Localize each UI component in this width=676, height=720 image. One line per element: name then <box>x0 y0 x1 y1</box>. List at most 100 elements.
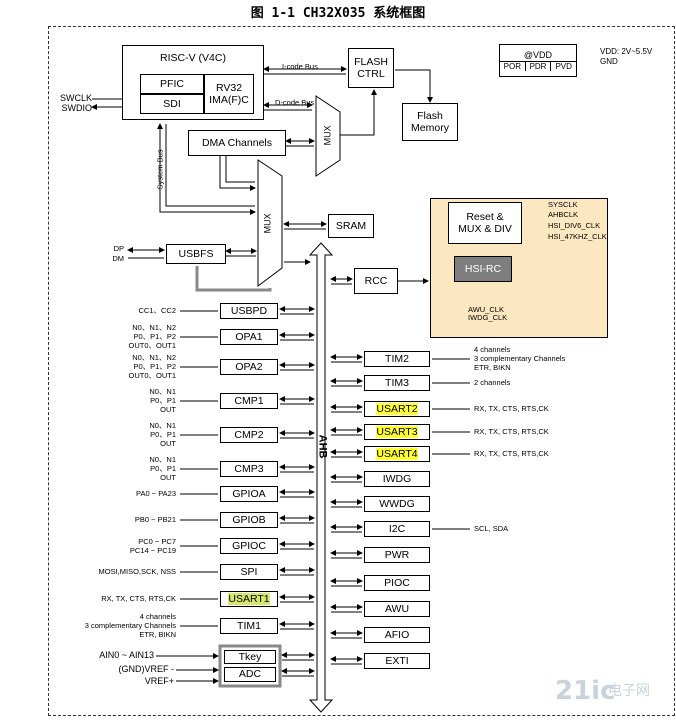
pvd-label: PVD <box>555 61 572 71</box>
tkey-block: Tkey <box>224 650 276 664</box>
right-peripheral-1: TIM3 <box>364 375 430 391</box>
dma-channels: DMA Channels <box>188 130 286 156</box>
usbfs-label: USBFS <box>178 247 214 260</box>
swclk-label: SWCLK <box>59 93 92 103</box>
hsi-label: HSI-RC <box>464 262 502 275</box>
left-peripheral-pins: N0、N1 P0、P1 OUT <box>149 387 176 415</box>
right-peripheral-label: USART3 <box>376 425 418 439</box>
sram-label: SRAM <box>335 219 367 232</box>
pfic-block: PFIC <box>140 74 204 94</box>
dcode-bus-label: D-code Bus <box>275 98 315 107</box>
flash-ctrl: FLASH CTRL <box>348 48 394 88</box>
left-peripheral-0: USBPD <box>220 303 278 319</box>
clk-hsi-47khz: HSI_47KHZ_CLK <box>548 232 607 241</box>
left-peripheral-4: CMP2 <box>220 427 278 443</box>
hsi-rc: HSI-RC <box>454 256 512 282</box>
left-peripheral-label: USART1 <box>228 592 270 606</box>
diagram-frame <box>48 26 675 716</box>
left-peripheral-pins: PC0 ~ PC7 PC14 ~ PC19 <box>129 536 176 555</box>
right-peripheral-11: AFIO <box>364 627 430 643</box>
left-peripheral-label: GPIOA <box>232 487 266 500</box>
right-peripheral-2: USART2 <box>364 401 430 417</box>
right-peripheral-9: PIOC <box>364 575 430 591</box>
sdi-label: SDI <box>163 97 181 110</box>
left-peripheral-pins: N0、N1 P0、P1 OUT <box>149 421 176 449</box>
flash-memory-label: Flash Memory <box>411 109 449 134</box>
dm-label: DM <box>112 254 124 263</box>
clk-iwdg: IWDG_CLK <box>468 313 508 322</box>
right-peripheral-pins: RX, TX, CTS, RTS,CK <box>474 404 549 414</box>
ain-label: AIN0 ~ AIN13 <box>99 650 154 660</box>
right-peripheral-3: USART3 <box>364 424 430 440</box>
left-peripheral-pins: MOSI,MISO,SCK, NSS <box>98 567 176 577</box>
left-peripheral-label: OPA2 <box>235 360 263 373</box>
right-peripheral-pins: 4 channels 3 complementary Channels ETR,… <box>474 345 566 373</box>
left-peripheral-pins: CC1、CC2 <box>138 306 176 316</box>
left-peripheral-10: USART1 <box>220 591 278 607</box>
core-title: RISC-V (V4C) <box>160 52 226 64</box>
right-peripheral-label: I2C <box>388 522 406 535</box>
left-peripheral-8: GPIOC <box>220 538 278 554</box>
left-peripheral-pins: PA0 ~ PA23 <box>136 489 176 499</box>
right-peripheral-label: EXTI <box>385 654 409 667</box>
right-peripheral-pins: RX, TX, CTS, RTS,CK <box>474 427 549 437</box>
watermark-text: 电子网 <box>608 683 650 699</box>
left-peripheral-label: OPA1 <box>235 330 263 343</box>
dma-label: DMA Channels <box>201 136 273 149</box>
figure-title: 图 1-1 CH32X035 系统框图 <box>250 6 426 21</box>
right-peripheral-8: PWR <box>364 547 430 563</box>
flash-ctrl-label: FLASH CTRL <box>354 55 388 80</box>
left-peripheral-pins: PB0 ~ PB21 <box>134 515 176 525</box>
left-peripheral-label: CMP3 <box>234 462 264 475</box>
left-peripheral-11: TIM1 <box>220 618 278 634</box>
vref-minus-label: (GND)VREF - <box>118 664 175 674</box>
left-peripheral-label: TIM1 <box>237 619 261 632</box>
right-peripheral-label: IWDG <box>382 472 412 485</box>
left-peripheral-label: CMP2 <box>234 428 264 441</box>
left-peripheral-9: SPI <box>220 564 278 580</box>
left-peripheral-label: GPIOB <box>232 513 266 526</box>
left-peripheral-6: GPIOA <box>220 486 278 502</box>
vdd-label: @VDD <box>500 50 576 62</box>
swdio-label: SWDIO <box>61 103 93 113</box>
left-peripheral-label: USBPD <box>230 304 268 317</box>
left-peripheral-pins: N0、N1、N2 P0、P1、P2 OUT0、OUT1 <box>128 323 176 351</box>
ahb-label: AHB <box>316 434 329 459</box>
right-peripheral-label: TIM2 <box>385 352 409 365</box>
vdd-domain: @VDD POR PDR PVD <box>499 44 577 77</box>
left-peripheral-1: OPA1 <box>220 329 278 345</box>
right-peripheral-label: PIOC <box>384 576 410 589</box>
pfic-label: PFIC <box>160 77 184 90</box>
reset-mux-div: Reset & MUX & DIV <box>448 202 522 244</box>
right-peripheral-label: AWU <box>384 602 410 615</box>
right-peripheral-6: WWDG <box>364 496 430 512</box>
right-peripheral-10: AWU <box>364 601 430 617</box>
vdd-range: VDD: 2V~5.5V <box>600 47 653 56</box>
right-peripheral-pins: SCL, SDA <box>474 524 509 534</box>
flash-memory: Flash Memory <box>402 103 458 141</box>
clk-hsi-div6: HSI_DIV6_CLK <box>548 221 601 230</box>
ahb-bus <box>308 242 334 713</box>
right-peripheral-5: IWDG <box>364 471 430 487</box>
adc-block: ADC <box>224 667 276 682</box>
icode-bus-label: I-code Bus <box>282 62 318 71</box>
left-peripheral-7: GPIOB <box>220 512 278 528</box>
left-peripheral-pins: 4 channels 3 complementary Channels ETR,… <box>84 612 176 640</box>
left-peripheral-label: SPI <box>240 565 258 578</box>
right-peripheral-label: TIM3 <box>385 376 409 389</box>
right-peripheral-12: EXTI <box>364 653 430 669</box>
right-peripheral-label: USART2 <box>376 402 418 416</box>
right-peripheral-label: WWDG <box>379 497 415 510</box>
mux-top-label: MUX <box>322 125 333 146</box>
right-peripheral-7: I2C <box>364 521 430 537</box>
vref-plus-label: VREF+ <box>144 676 174 686</box>
rcc-label: RCC <box>364 274 388 287</box>
right-peripheral-label: USART4 <box>376 447 418 461</box>
left-peripheral-pins: N0、N1 P0、P1 OUT <box>149 455 176 483</box>
left-peripheral-label: CMP1 <box>234 394 264 407</box>
left-peripheral-pins: N0、N1、N2 P0、P1、P2 OUT0、OUT1 <box>128 353 176 381</box>
pdr-label: PDR <box>526 61 552 71</box>
reset-label: Reset & MUX & DIV <box>458 210 512 235</box>
clk-ahbclk: AHBCLK <box>548 210 579 219</box>
